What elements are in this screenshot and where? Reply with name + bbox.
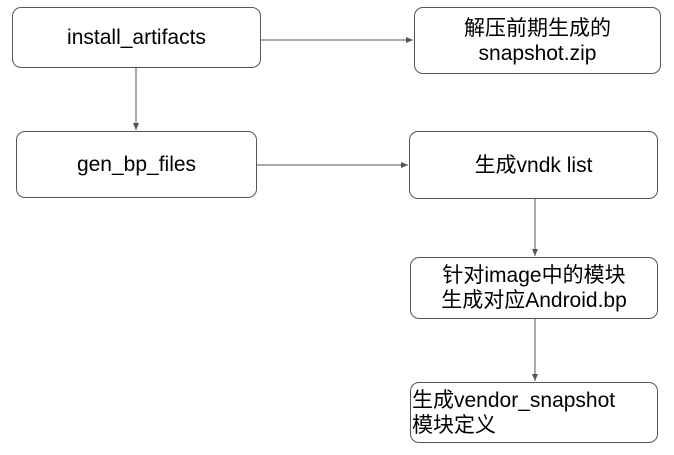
- node-gen-bp-files-label: gen_bp_files: [76, 153, 197, 176]
- node-gen-module-bp-label: 针对image中的模块 生成对应Android.bp: [441, 264, 627, 312]
- node-gen-bp-files: gen_bp_files: [16, 131, 257, 198]
- node-gen-vndk-list: 生成vndk list: [409, 131, 658, 199]
- node-gen-module-bp: 针对image中的模块 生成对应Android.bp: [410, 257, 658, 319]
- node-gen-vendor-snapshot: 生成vendor_snapshot 模块定义: [410, 382, 658, 443]
- node-unzip-snapshot: 解压前期生成的 snapshot.zip: [414, 7, 661, 74]
- node-gen-vendor-snapshot-label: 生成vendor_snapshot 模块定义: [412, 389, 616, 437]
- node-install-artifacts-label: install_artifacts: [67, 26, 206, 49]
- node-unzip-snapshot-label: 解压前期生成的 snapshot.zip: [464, 16, 611, 65]
- node-install-artifacts: install_artifacts: [12, 7, 261, 68]
- node-gen-vndk-list-label: 生成vndk list: [474, 153, 593, 177]
